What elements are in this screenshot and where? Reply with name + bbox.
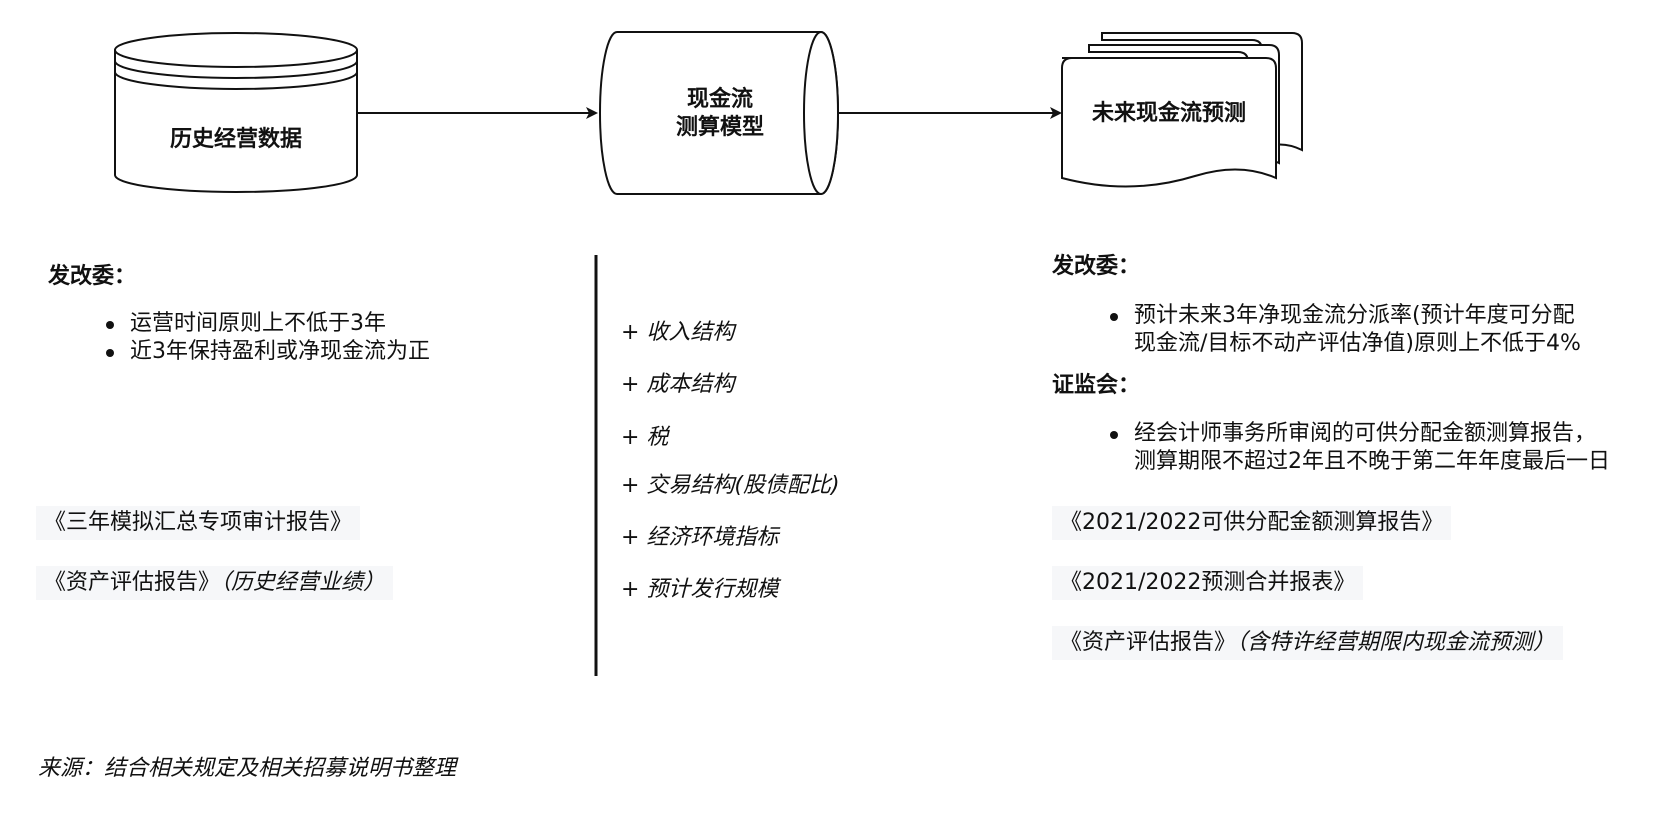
documents-shape <box>1061 32 1303 188</box>
right-doc-3-note: （含特许经营期限内现金流预测） <box>1236 630 1556 655</box>
left-doc-2: 《资产评估报告》（历史经营业绩） <box>36 566 394 600</box>
node-forecast-label: 未来现金流预测 <box>1091 101 1246 126</box>
right-csrc-bullets: 经会计师事务所审阅的可供分配金额测算报告， 测算期限不超过2年且不晚于第二年年度… <box>1108 420 1610 476</box>
left-bullet-item: 近3年保持盈利或净现金流为正 <box>106 339 430 364</box>
right-ndrc-bullet-line2: 现金流/目标不动产评估净值)原则上不低于4% <box>1134 331 1581 356</box>
right-csrc-heading: 证监会： <box>1052 373 1141 398</box>
right-ndrc-heading: 发改委： <box>1052 254 1141 279</box>
node-history-label: 历史经营数据 <box>169 127 302 152</box>
right-doc-3-title: 《资产评估报告》 <box>1060 630 1237 655</box>
source-note: 来源：结合相关规定及相关招募说明书整理 <box>38 756 457 781</box>
right-doc-2: 《2021/2022预测合并报表》 <box>1052 566 1364 600</box>
right-doc-3: 《资产评估报告》（含特许经营期限内现金流预测） <box>1052 626 1564 660</box>
left-doc-2-note: （历史经营业绩） <box>220 570 386 595</box>
node-model-line1: 现金流 <box>686 87 753 112</box>
right-doc-2-title: 《2021/2022预测合并报表》 <box>1060 570 1356 595</box>
right-doc-1-title: 《2021/2022可供分配金额测算报告》 <box>1060 510 1444 535</box>
middle-item-economy: + 经济环境指标 <box>621 525 779 550</box>
middle-item-cost: + 成本结构 <box>621 372 735 397</box>
left-doc-2-title: 《资产评估报告》 <box>44 570 221 595</box>
right-ndrc-bullets: 预计未来3年净现金流分派率(预计年度可分配 现金流/目标不动产评估净值)原则上不… <box>1108 302 1581 358</box>
node-model-line2: 测算模型 <box>675 115 764 140</box>
middle-item-issuance: + 预计发行规模 <box>621 577 779 602</box>
right-ndrc-bullet: 预计未来3年净现金流分派率(预计年度可分配 现金流/目标不动产评估净值)原则上不… <box>1110 302 1581 358</box>
node-model-label: 现金流 测算模型 <box>605 86 835 142</box>
right-doc-1: 《2021/2022可供分配金额测算报告》 <box>1052 506 1452 540</box>
right-csrc-bullet-line2: 测算期限不超过2年且不晚于第二年年度最后一日 <box>1134 449 1610 474</box>
left-bullet-item: 运营时间原则上不低于3年 <box>106 310 430 338</box>
right-csrc-bullet: 经会计师事务所审阅的可供分配金额测算报告， 测算期限不超过2年且不晚于第二年年度… <box>1110 420 1610 476</box>
left-doc-1-title: 《三年模拟汇总专项审计报告》 <box>44 510 353 535</box>
middle-item-revenue: + 收入结构 <box>621 320 735 345</box>
middle-item-tax: + 税 <box>621 425 669 450</box>
right-ndrc-bullet-line1: 预计未来3年净现金流分派率(预计年度可分配 <box>1134 303 1575 328</box>
left-doc-1: 《三年模拟汇总专项审计报告》 <box>36 506 361 540</box>
middle-item-structure: + 交易结构(股债配比) <box>621 473 840 498</box>
left-bullet-list: 运营时间原则上不低于3年 近3年保持盈利或净现金流为正 <box>104 310 430 366</box>
left-heading: 发改委： <box>48 264 137 289</box>
right-csrc-bullet-line1: 经会计师事务所审阅的可供分配金额测算报告， <box>1134 421 1597 446</box>
database-shape <box>114 32 358 193</box>
